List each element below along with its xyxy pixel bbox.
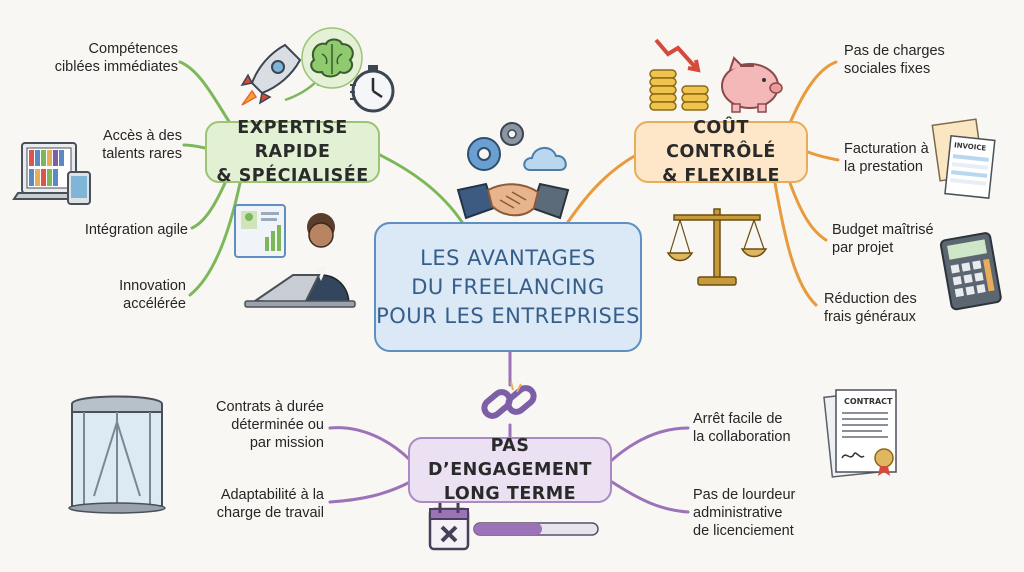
calendar-cancel-icon [428, 503, 599, 551]
rocket-icon [240, 43, 302, 106]
leaf-line: Intégration agile [84, 222, 188, 238]
leaf-expertise-4: Innovation accélérée [119, 277, 186, 313]
central-line-1: LES AVANTAGES [420, 245, 596, 270]
leaf-line: ciblées immédiates [54, 59, 178, 75]
central-line-3: POUR LES ENTREPRISES [376, 303, 640, 328]
stopwatch-icon [350, 65, 395, 113]
leaf-engage-2: Adaptabilité à la charge de travail [217, 486, 324, 522]
leaf-line: déterminée ou [231, 417, 324, 433]
laptop-library-icon [12, 142, 86, 200]
leaf-line: Pas de charges [844, 43, 945, 59]
leaf-line: Innovation [119, 278, 186, 294]
leaf-line: par mission [249, 435, 324, 451]
connector-central-expertise [378, 153, 464, 224]
cloud-icon [523, 147, 567, 171]
leaf-line: accélérée [123, 296, 186, 312]
leaf-expertise-1: Compétences ciblées immédiates [55, 40, 178, 76]
invoice-label: INVOICE [954, 141, 987, 152]
connector-cout-4 [773, 181, 818, 307]
leaf-line: Pas de lourdeur [693, 487, 796, 503]
leaf-engage-1: Contrats à durée déterminée ou par missi… [216, 398, 324, 452]
contract-icon: CONTRACT [823, 389, 897, 478]
leaf-expertise-3: Intégration agile [85, 221, 188, 239]
connector-expertise-1 [178, 60, 232, 125]
woman-at-laptop-icon [234, 204, 356, 308]
leaf-cout-4: Réduction des frais généraux [824, 290, 917, 326]
leaf-line: de licenciement [693, 523, 794, 539]
brain-icon [301, 27, 363, 89]
leaf-cout-2: Facturation à la prestation [844, 140, 929, 176]
leaf-line: Compétences [88, 41, 178, 57]
handshake-icon [456, 182, 570, 220]
leaf-engage-3: Arrêt facile de la collaboration [693, 410, 791, 446]
branch-cout-line-1: COÛT CONTRÔLÉ [666, 118, 776, 162]
connector-cout-2 [806, 150, 840, 162]
leaf-line: sociales fixes [844, 61, 931, 77]
connector-expertise-3 [190, 181, 227, 230]
branch-engagement: PAS D’ENGAGEMENT LONG TERME [408, 436, 612, 504]
branch-engage-line-1: PAS D’ENGAGEMENT [428, 436, 592, 480]
connector-engage-3 [610, 426, 690, 462]
central-line-2: DU FREELANCING [411, 274, 605, 299]
leaf-line: la prestation [844, 159, 923, 175]
connector-engage-1 [328, 426, 412, 462]
invoice-icon: INVOICE [931, 118, 996, 199]
branch-cout-line-2: & FLEXIBLE [662, 166, 780, 186]
branch-expertise-line-1: EXPERTISE RAPIDE [237, 118, 348, 162]
contract-label: CONTRACT [844, 397, 893, 406]
leaf-line: Arrêt facile de [693, 411, 783, 427]
piggy-bank-icon [721, 56, 783, 113]
connector-engage-4 [610, 480, 690, 514]
leaf-cout-3: Budget maîtrisé par projet [832, 221, 934, 257]
coins-icon [649, 38, 709, 111]
branch-expertise: EXPERTISE RAPIDE & SPÉCIALISÉE [205, 118, 380, 186]
branch-engage-line-2: LONG TERME [443, 484, 577, 504]
leaf-engage-4: Pas de lourdeur administrative de licenc… [693, 486, 795, 540]
leaf-line: charge de travail [216, 505, 324, 521]
leaf-expertise-2: Accès à des talents rares [102, 127, 182, 163]
leaf-line: frais généraux [824, 309, 916, 325]
calculator-icon [939, 232, 1002, 311]
leaf-line: Accès à des [103, 128, 182, 144]
leaf-line: par projet [832, 240, 894, 256]
leaf-line: la collaboration [693, 429, 791, 445]
connector-cout-3 [788, 181, 828, 242]
central-topic: LES AVANTAGES DU FREELANCING POUR LES EN… [374, 222, 642, 352]
leaf-line: Adaptabilité à la [220, 487, 324, 503]
balance-scale-icon [666, 208, 768, 286]
broken-chain-icon [481, 381, 537, 419]
leaf-line: Réduction des [824, 291, 917, 307]
connector-central-cout [566, 153, 638, 224]
revolving-door-icon [68, 395, 166, 514]
connector-cout-1 [788, 60, 838, 125]
leaf-line: administrative [693, 505, 783, 521]
connector-engage-2 [328, 480, 412, 504]
leaf-line: Facturation à [844, 141, 929, 157]
gears-icon [467, 122, 524, 171]
leaf-line: Budget maîtrisé [832, 222, 934, 238]
leaf-cout-1: Pas de charges sociales fixes [844, 42, 945, 78]
leaf-line: Contrats à durée [215, 399, 324, 415]
branch-cout: COÛT CONTRÔLÉ & FLEXIBLE [634, 118, 808, 186]
connector-expertise-2 [182, 143, 207, 150]
connector-expertise-4 [188, 181, 242, 297]
branch-expertise-line-2: & SPÉCIALISÉE [216, 166, 369, 186]
arrow-rocket-brain [284, 79, 319, 102]
leaf-line: talents rares [102, 146, 182, 162]
tablet-icon [67, 171, 91, 205]
